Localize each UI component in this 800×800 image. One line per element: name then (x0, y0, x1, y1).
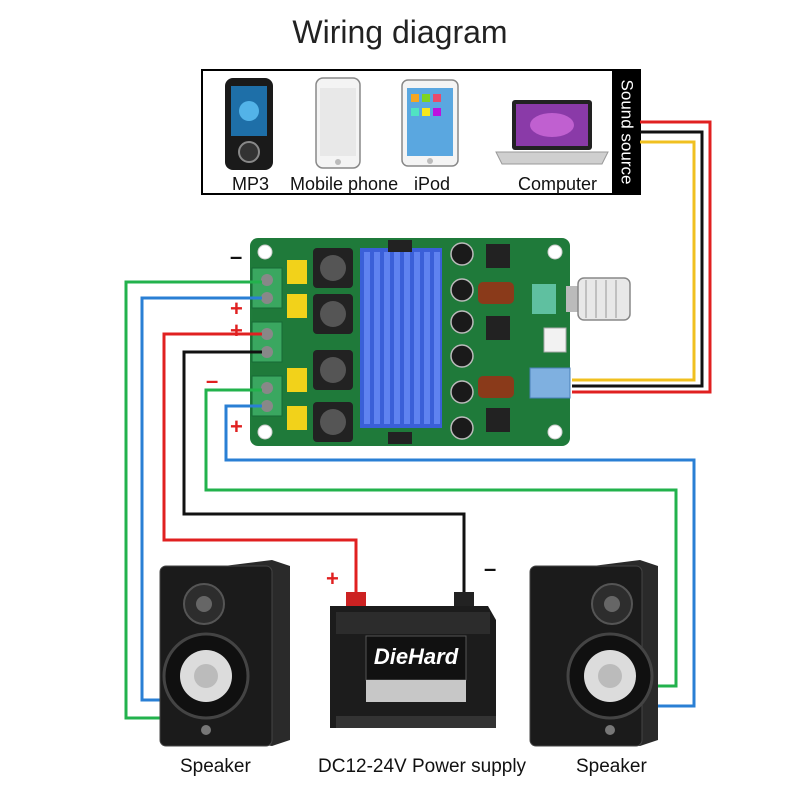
board-left-speaker-plus-sign: + (230, 296, 243, 321)
sound-source-tab: Sound source (612, 70, 640, 194)
left-speaker-label: Speaker (180, 756, 251, 777)
board-left-speaker-minus-sign: – (230, 244, 243, 269)
device-label-ipod: iPod (414, 174, 451, 194)
board-power-plus-sign: + (230, 318, 243, 343)
device-label-mobile-phone: Mobile phone (290, 174, 399, 194)
mobile-phone-icon (315, 77, 361, 169)
left-speaker-wires (124, 280, 262, 720)
right-speaker-wires (204, 388, 696, 708)
left-speaker (159, 560, 290, 747)
device-label-computer: Computer (518, 174, 598, 194)
audio-input-wires (572, 120, 712, 394)
right-speaker (529, 560, 658, 747)
battery-minus-sign: – (484, 556, 497, 581)
battery-plus-sign: + (326, 566, 339, 591)
laptop-icon (495, 100, 609, 165)
amplifier-board (250, 238, 631, 446)
device-label-mp3: MP3 (232, 174, 270, 194)
ipod-icon (401, 79, 459, 167)
power-wires (162, 332, 466, 600)
diagram-title: Wiring diagram (292, 14, 508, 50)
mp3-player-icon (225, 78, 273, 170)
board-right-speaker-minus-sign: – (206, 368, 219, 393)
battery (330, 592, 496, 728)
power-supply-label: DC12-24V Power supply (318, 756, 527, 777)
sound-source-label: Sound source (617, 79, 636, 185)
battery-brand-logo: DieHard (373, 644, 459, 669)
board-right-speaker-plus-sign: + (230, 414, 243, 439)
right-speaker-label: Speaker (576, 756, 647, 777)
